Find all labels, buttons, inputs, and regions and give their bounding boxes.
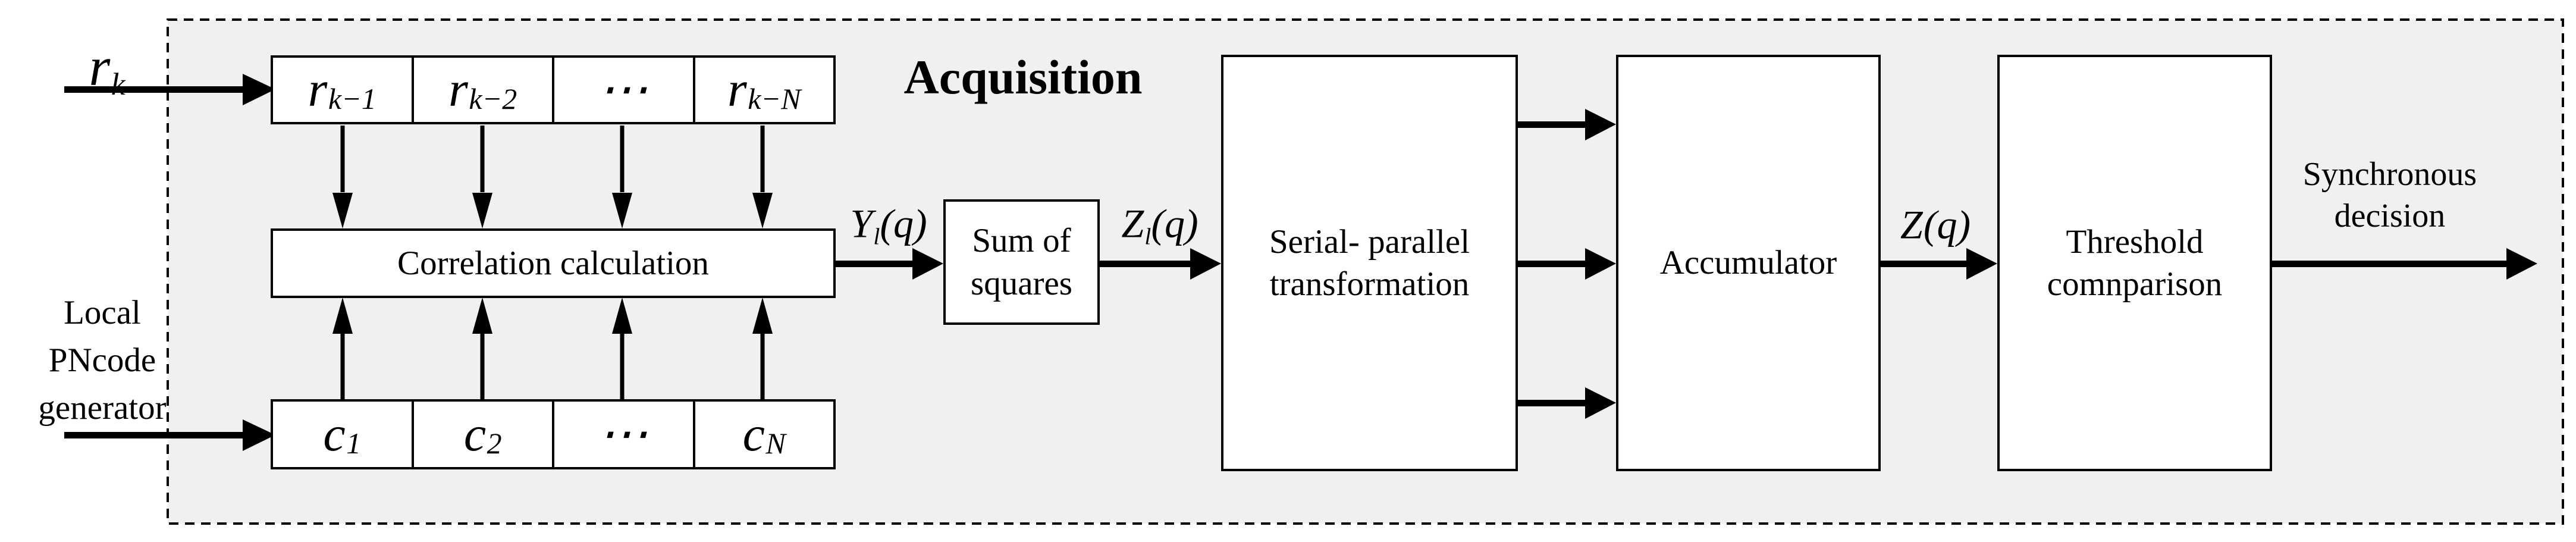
symbol-subscript: k [111, 66, 125, 102]
symbol-base: r [448, 62, 468, 117]
symbol-base: ⋯ [598, 406, 648, 462]
symbol-base: r [727, 62, 747, 117]
symbol-base: r [308, 62, 328, 117]
code-cell-ellipsis: ⋯ [552, 402, 693, 467]
register-to-correlation-arrows [332, 126, 773, 228]
accumulator-box: Accumulator [1616, 55, 1881, 471]
output-label-line: Synchronous [2302, 156, 2477, 193]
input-arrow-pncode [64, 419, 275, 451]
sum-of-squares-label: Sum of squares [971, 222, 1072, 302]
input-arrow-rk [64, 74, 275, 105]
threshold-label: Threshold comnparison [2047, 223, 2223, 303]
arrow-sp-to-accumulator-top [1518, 109, 1616, 140]
local-label-line: Local [64, 294, 141, 331]
local-pn-generator-label: Local PNcode generator [38, 289, 166, 432]
output-label: Synchronous decision [2303, 153, 2477, 237]
symbol-base: c [742, 406, 765, 462]
symbol-subscript: N [765, 427, 786, 460]
output-label-line: decision [2334, 198, 2446, 234]
symbol-base: c [463, 406, 487, 462]
correlation-box: Correlation calculation [271, 228, 836, 298]
local-label-line: PNcode [48, 342, 156, 379]
symbol-subscript: k−N [748, 82, 801, 115]
symbol-rest: (q) [880, 200, 927, 246]
register-cell-ellipsis: ⋯ [552, 58, 693, 122]
symbol-subscript: 2 [487, 427, 502, 460]
symbol-rest: (q) [1151, 200, 1198, 246]
symbol-base: Z [1900, 202, 1923, 247]
threshold-box: Threshold comnparison [1997, 55, 2272, 471]
symbol-base: c [323, 406, 346, 462]
arrow-sum-to-serial-parallel [1100, 248, 1221, 280]
correlation-label: Correlation calculation [397, 244, 709, 282]
symbol-base: Y [850, 200, 873, 246]
symbol-base: ⋯ [598, 62, 648, 117]
symbol-rest: (q) [1923, 202, 1971, 247]
arrow-sp-to-accumulator-middle [1518, 248, 1616, 280]
signal-label-zlq: Zl(q) [1121, 200, 1198, 250]
signal-label-zq: Z(q) [1900, 202, 1971, 249]
symbol-subscript: 1 [346, 427, 362, 460]
acquisition-title: Acquisition [903, 50, 1143, 104]
serial-parallel-label: Serial- parallel transformation [1269, 223, 1470, 303]
symbol-subscript: l [1144, 223, 1151, 250]
arrow-correlation-to-sum [836, 248, 943, 280]
arrow-output-decision [2272, 248, 2537, 280]
arrow-accumulator-to-threshold [1881, 248, 1997, 280]
signal-label-ylq: Yl(q) [850, 200, 927, 250]
input-signal-label: rk [89, 35, 125, 102]
symbol-base: Z [1121, 200, 1144, 246]
local-label-line: generator [38, 389, 167, 427]
serial-parallel-box: Serial- parallel transformation [1221, 55, 1518, 471]
symbol-subscript: k−2 [469, 82, 517, 115]
symbol-subscript: l [873, 223, 880, 250]
symbol-base: r [89, 36, 111, 97]
sum-of-squares-box: Sum of squares [943, 199, 1100, 325]
arrow-sp-to-accumulator-bottom [1518, 387, 1616, 419]
symbol-subscript: k−1 [328, 82, 376, 115]
accumulator-label: Accumulator [1659, 244, 1837, 282]
code-to-correlation-arrows [332, 297, 773, 399]
